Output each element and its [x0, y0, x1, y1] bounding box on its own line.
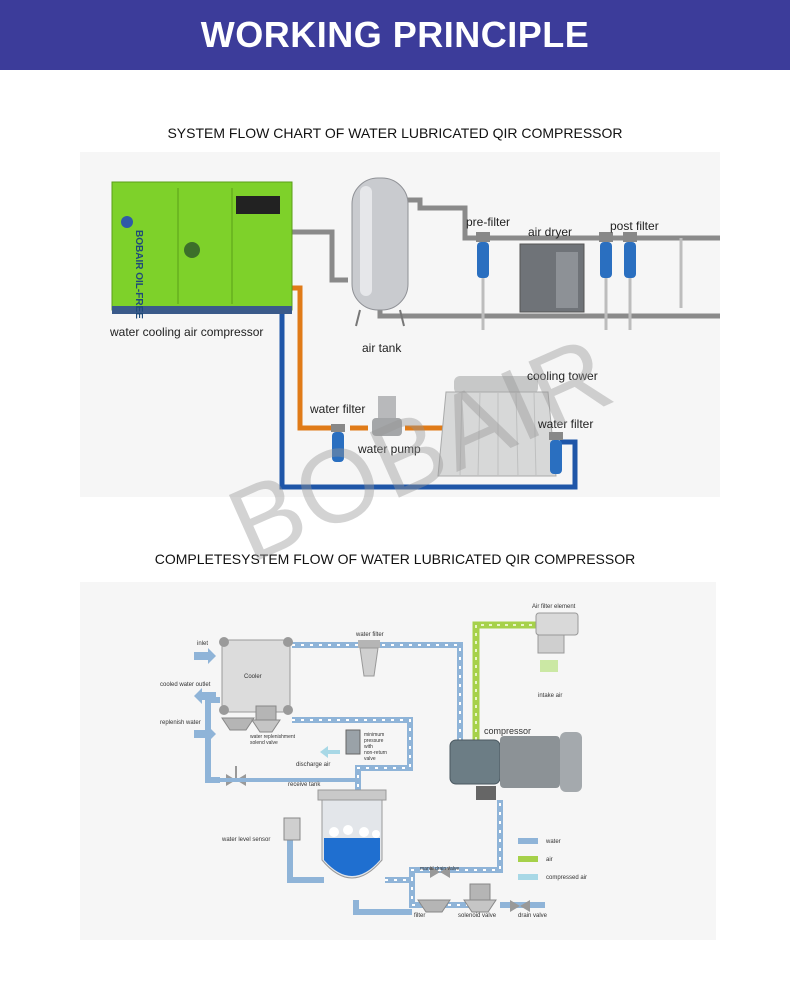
minimum-pressure-valve	[345, 729, 361, 755]
water-filter-left	[331, 424, 345, 462]
label-receive-tank: receive tank	[288, 782, 321, 788]
water-supply-pipe	[292, 285, 445, 431]
air-pipe-dashes	[475, 624, 540, 740]
header-banner: WORKING PRINCIPLE	[0, 0, 790, 70]
label-water-filter-left: water filter	[309, 402, 365, 416]
label-air-filter-element: Air filter element	[532, 604, 576, 610]
air-filter-element	[535, 612, 579, 672]
label-compressor: water cooling air compressor	[109, 325, 263, 339]
label-min-pressure-1: minimum	[364, 732, 384, 738]
water-return-pipe	[279, 312, 578, 490]
label-water-level-sensor: water level sensor	[221, 837, 270, 843]
label-water-replenishment-1: water replenishment	[250, 734, 296, 740]
label-min-pressure-2: pressure	[364, 738, 384, 744]
solenoid-valves-top	[221, 705, 281, 733]
legend-label-compressed-air: compressed air	[546, 875, 587, 881]
manual-drain-valve	[430, 866, 450, 878]
label-pre-filter: pre-filter	[466, 215, 510, 229]
label-drain-valve: drain valve	[518, 913, 548, 919]
label-min-pressure-5: valve	[364, 756, 376, 762]
label-air-dryer: air dryer	[528, 225, 572, 239]
legend-swatch-water	[518, 838, 538, 844]
air-dryer	[519, 243, 585, 313]
system-flow-svg: BOBAIR OIL-FREE water cooling air compre…	[109, 177, 720, 490]
label-manual-drain-valve: manal drain valve	[420, 866, 459, 872]
legend: water air compressed air	[518, 838, 587, 881]
water-pipe-dashes	[292, 644, 501, 906]
legend-label-air: air	[546, 857, 553, 863]
drop-pipes	[481, 238, 683, 330]
pre-filter	[476, 232, 490, 278]
replenish-valve	[226, 766, 246, 786]
label-inlet: inlet	[197, 641, 208, 647]
label-replenish-water: replenish water	[160, 720, 201, 726]
label-cooler: Cooler	[244, 674, 262, 680]
complete-flow-svg: Cooler inlet cooled water outlet repleni…	[160, 604, 587, 919]
water-filter-right	[549, 432, 563, 474]
legend-swatch-compressed-air	[518, 874, 538, 880]
label-water-pump: water pump	[357, 442, 421, 456]
water-level-sensor	[283, 817, 301, 841]
label-min-pressure-4: non-return	[364, 750, 387, 756]
air-pipe	[472, 621, 540, 740]
legend-swatch-air	[518, 856, 538, 862]
label-post-filter: post filter	[610, 219, 659, 233]
diagram2-heading: COMPLETESYSTEM FLOW OF WATER LUBRICATED …	[154, 551, 636, 567]
label-compressor: compressor	[484, 726, 531, 736]
label-water-filter: water filter	[355, 632, 384, 638]
label-min-pressure-3: with	[364, 744, 373, 750]
label-water-filter-right: water filter	[537, 417, 593, 431]
page-title: WORKING PRINCIPLE	[200, 14, 590, 55]
system-flow-chart: BOBAIR OIL-FREE water cooling air compre…	[80, 152, 720, 497]
label-cooled-water-outlet: cooled water outlet	[160, 682, 211, 688]
receive-tank	[317, 789, 387, 879]
diagram1-heading: SYSTEM FLOW CHART OF WATER LUBRICATED QI…	[167, 125, 623, 141]
water-pump	[372, 396, 402, 436]
machine-brand: BOBAIR OIL-FREE	[133, 230, 144, 319]
drain-components	[417, 883, 530, 913]
complete-system-flow: Cooler inlet cooled water outlet repleni…	[80, 582, 716, 940]
label-cooling-tower: cooling tower	[527, 369, 598, 383]
legend-label-water: water	[545, 839, 561, 845]
air-tank	[351, 177, 409, 327]
label-discharge-air: discharge air	[296, 762, 330, 768]
label-intake-air: intake air	[538, 693, 562, 699]
label-water-replenishment-2: solend valve	[250, 740, 278, 746]
flow-arrows	[194, 648, 340, 758]
compressor-unit	[449, 732, 582, 800]
water-filter	[358, 640, 380, 677]
post-filters	[599, 232, 637, 278]
label-solenoid-valve: solenoid valve	[458, 913, 497, 919]
cooling-tower	[437, 376, 557, 477]
label-air-tank: air tank	[362, 341, 402, 355]
compressor-machine: BOBAIR OIL-FREE	[111, 181, 293, 319]
label-filter: filter	[414, 913, 425, 919]
